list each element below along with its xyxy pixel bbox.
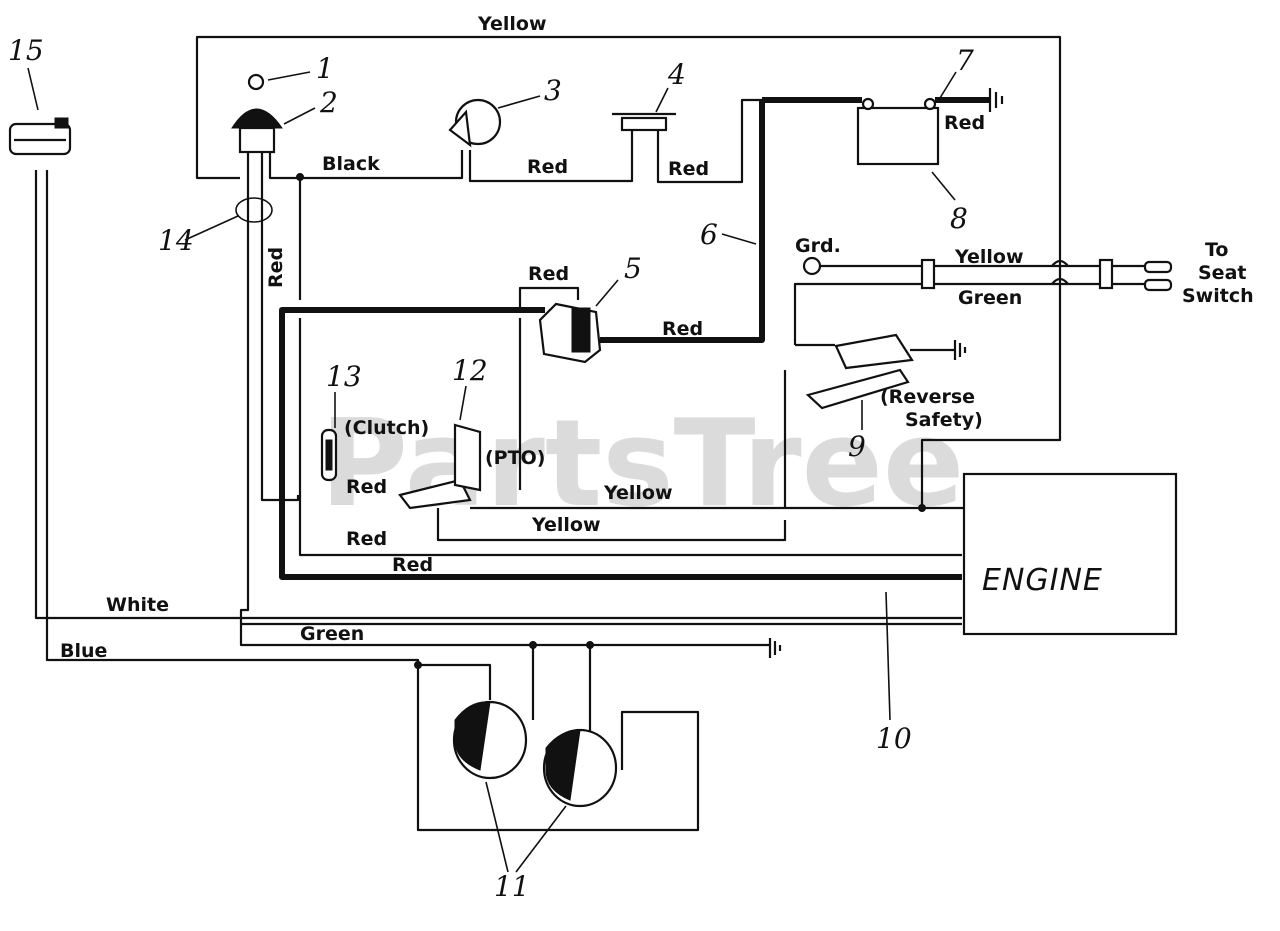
label-black: Black xyxy=(322,153,380,175)
solenoid-5 xyxy=(538,302,602,364)
callout-4: 4 xyxy=(667,58,686,91)
green-seat-wire xyxy=(793,282,1145,345)
callout-6: 6 xyxy=(700,218,718,251)
callout-numbers: 15 1 2 3 4 7 8 6 5 14 13 12 9 10 11 xyxy=(8,34,974,903)
label-red-6: Red xyxy=(662,318,703,340)
junction-dot-lamp2 xyxy=(529,641,537,649)
callout-10: 10 xyxy=(876,722,912,755)
label-engine: ENGINE xyxy=(982,563,1103,598)
label-blue: Blue xyxy=(60,640,107,662)
main-cable-6 xyxy=(600,100,765,343)
fuse-4 xyxy=(612,112,676,132)
label-grd: Grd. xyxy=(795,235,841,257)
red-wire-loop xyxy=(298,318,962,557)
junction-dot-yellow xyxy=(918,504,926,512)
label-red-lower-2: Red xyxy=(392,554,433,576)
light-switch-15 xyxy=(8,117,72,156)
pto-switch-12 xyxy=(398,423,482,510)
callout-12: 12 xyxy=(452,354,488,387)
callout-13: 13 xyxy=(326,360,362,393)
wires xyxy=(34,35,1145,832)
label-red-4-8: Red xyxy=(668,158,709,180)
crossover xyxy=(1051,259,1069,267)
lamp-feed-1 xyxy=(418,663,492,700)
headlights-11 xyxy=(452,700,618,808)
component-labels: (Clutch) (PTO) (Reverse Safety) To Seat … xyxy=(344,239,1254,598)
components xyxy=(8,73,1178,808)
wire-labels: Yellow Black Red Red Red Red Red Red Grd… xyxy=(60,13,1024,662)
yellow-pto-wire-2 xyxy=(436,508,787,542)
key-switch-1-2 xyxy=(231,73,283,154)
callout-3: 3 xyxy=(544,74,562,107)
junction-dot-lamp3 xyxy=(586,641,594,649)
callout-1: 1 xyxy=(316,52,334,85)
label-to-seat-1: To xyxy=(1205,239,1229,261)
label-yellow-seat: Yellow xyxy=(954,246,1024,268)
callout-15: 15 xyxy=(8,34,44,67)
label-reverse-1: (Reverse xyxy=(880,386,975,408)
label-pto: (PTO) xyxy=(485,447,545,469)
ground-symbol-bottom xyxy=(768,638,782,658)
label-red-battery: Red xyxy=(944,112,985,134)
callout-arrows xyxy=(27,67,957,873)
label-yellow-pto-2: Yellow xyxy=(531,514,601,536)
red-solenoid-wire xyxy=(518,286,580,310)
label-red-vertical: Red xyxy=(265,247,287,288)
junction-dot-lamp1 xyxy=(414,661,422,669)
red-wire-4-8 xyxy=(656,98,762,184)
callout-5: 5 xyxy=(624,252,642,285)
callout-2: 2 xyxy=(319,86,338,119)
callout-9: 9 xyxy=(848,430,866,463)
callout-14: 14 xyxy=(158,224,194,257)
white-wire xyxy=(34,170,962,620)
ground-symbol-reverse xyxy=(953,340,967,360)
crossover-2 xyxy=(1051,277,1069,285)
seat-connectors xyxy=(802,256,1173,292)
label-yellow-pto-1: Yellow xyxy=(603,482,673,504)
reverse-safety-9 xyxy=(805,333,914,410)
label-red-3-4: Red xyxy=(527,156,568,178)
red-wire-3-4 xyxy=(468,128,634,183)
label-green-bottom: Green xyxy=(300,623,364,645)
red-vertical-wire-1 xyxy=(239,150,250,636)
battery-8 xyxy=(856,97,940,166)
watermark: PartsTree xyxy=(320,395,964,534)
label-clutch: (Clutch) xyxy=(344,417,429,439)
label-red-lower-1: Red xyxy=(346,528,387,550)
label-green-seat: Green xyxy=(958,287,1022,309)
label-to-seat-3: Switch xyxy=(1182,285,1254,307)
label-reverse-2: Safety) xyxy=(905,409,983,431)
ground-symbol-battery xyxy=(988,88,1004,112)
callout-8: 8 xyxy=(950,202,968,235)
label-yellow-top: Yellow xyxy=(477,13,547,35)
label-to-seat-2: Seat xyxy=(1198,262,1246,284)
blue-wire xyxy=(45,170,700,832)
callout-11: 11 xyxy=(494,870,530,903)
label-red-clutch: Red xyxy=(346,476,387,498)
hour-meter-3 xyxy=(448,98,502,148)
label-white: White xyxy=(106,594,169,616)
clutch-switch-13 xyxy=(320,428,338,482)
black-wire xyxy=(268,150,464,180)
engine-block xyxy=(962,472,1178,636)
label-red-solenoid-top: Red xyxy=(528,263,569,285)
yellow-top-wire xyxy=(195,35,1062,508)
callout-7: 7 xyxy=(956,44,974,77)
heavy-red-cable xyxy=(279,307,962,580)
